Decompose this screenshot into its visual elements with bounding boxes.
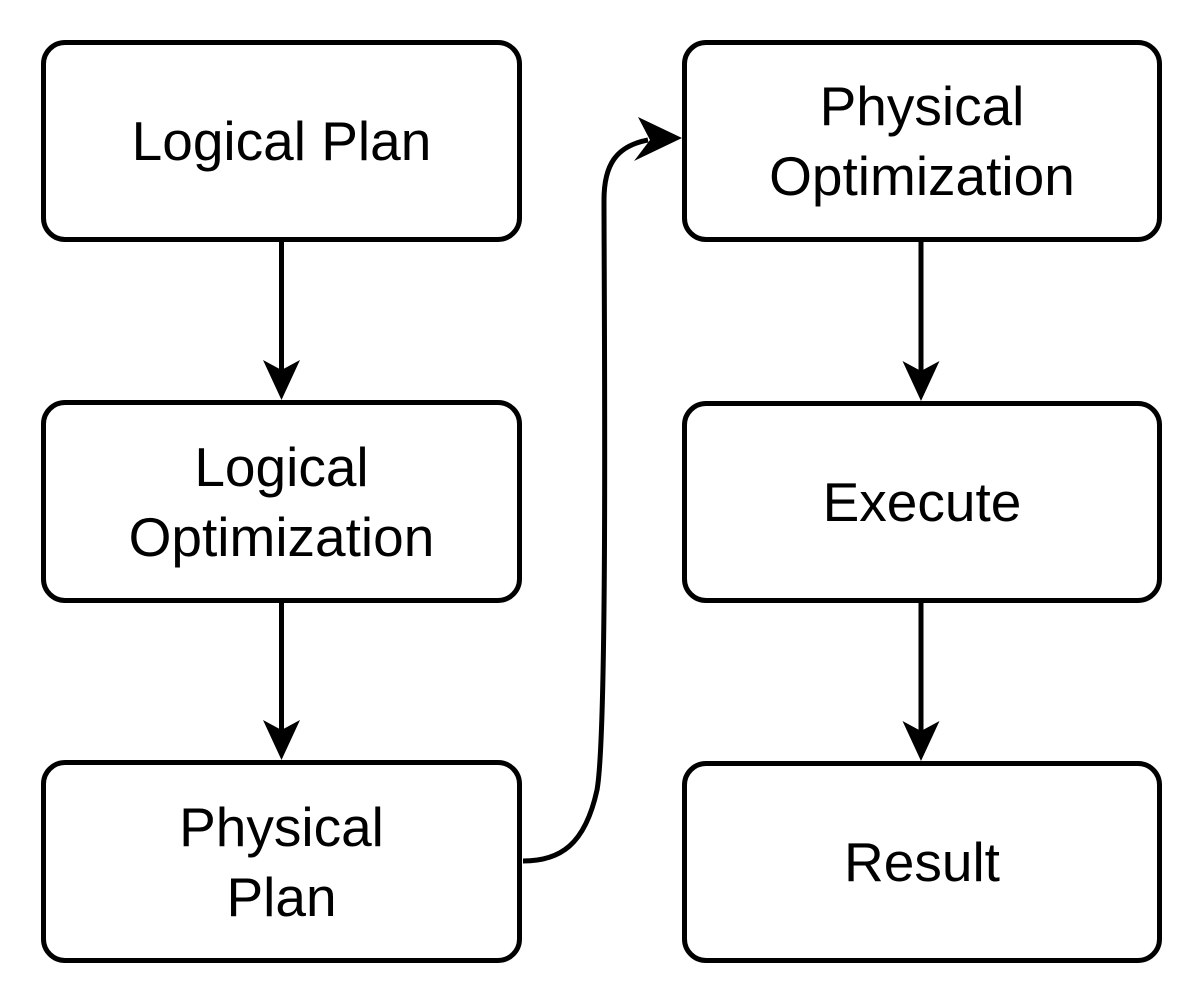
node-result[interactable]: Result (682, 761, 1162, 963)
node-execute-label: Execute (822, 471, 1022, 533)
edge-execute-to-result (902, 603, 940, 761)
node-physical-plan[interactable]: Physical Plan (41, 760, 522, 963)
node-physical-optimization-label: Physical Optimization (769, 75, 1075, 207)
node-physical-plan-label: Physical Plan (179, 795, 384, 928)
edge-logical-plan-to-logical-optimization (263, 242, 300, 400)
edge-physical-optimization-to-execute (902, 242, 940, 401)
edge-physical-plan-to-physical-optimization (522, 117, 682, 864)
node-logical-optimization-label: Logical Optimization (128, 435, 435, 568)
node-physical-optimization[interactable]: Physical Optimization (682, 40, 1162, 242)
node-result-label: Result (844, 831, 1000, 893)
edge-logical-optimization-to-physical-plan (263, 603, 300, 760)
node-logical-plan[interactable]: Logical Plan (41, 40, 522, 242)
node-execute[interactable]: Execute (682, 401, 1162, 603)
node-logical-plan-label: Logical Plan (131, 110, 432, 172)
node-logical-optimization[interactable]: Logical Optimization (41, 400, 522, 603)
